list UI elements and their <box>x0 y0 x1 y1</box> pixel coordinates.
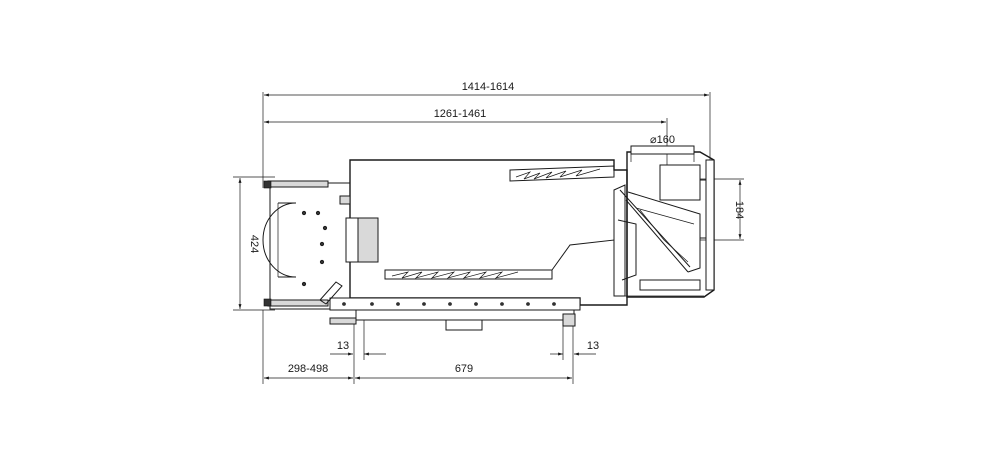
overall-width-label: 1414-1614 <box>462 81 515 93</box>
dimension-front-depth: 298-498 <box>262 310 355 384</box>
base-rail <box>319 281 581 331</box>
dimension-overall-height: 424 <box>233 176 275 311</box>
dimension-glass-width: 679 <box>355 318 574 384</box>
burner-bottom <box>384 239 615 296</box>
overall-height-label: 424 <box>248 235 260 253</box>
flue-collar <box>626 145 715 298</box>
baffle-top <box>509 165 615 182</box>
fireplace-frame-left <box>262 180 351 310</box>
front-depth-label: 298-498 <box>288 363 328 375</box>
dimension-overall-width: 1414-1614 <box>262 81 711 188</box>
left-offset-label: 13 <box>337 340 349 352</box>
rear-firebox <box>613 184 704 297</box>
fireplace-main-body <box>339 159 628 306</box>
glass-width-label: 679 <box>455 363 473 375</box>
dimension-left-offset: 13 <box>330 318 386 360</box>
flue-diameter-label: ⌀160 <box>650 134 675 146</box>
dimension-body-width: 1261-1461 <box>264 108 668 165</box>
right-offset-label: 13 <box>587 340 599 352</box>
body-width-label: 1261-1461 <box>434 108 487 120</box>
outlet-height-label: 184 <box>733 201 745 219</box>
